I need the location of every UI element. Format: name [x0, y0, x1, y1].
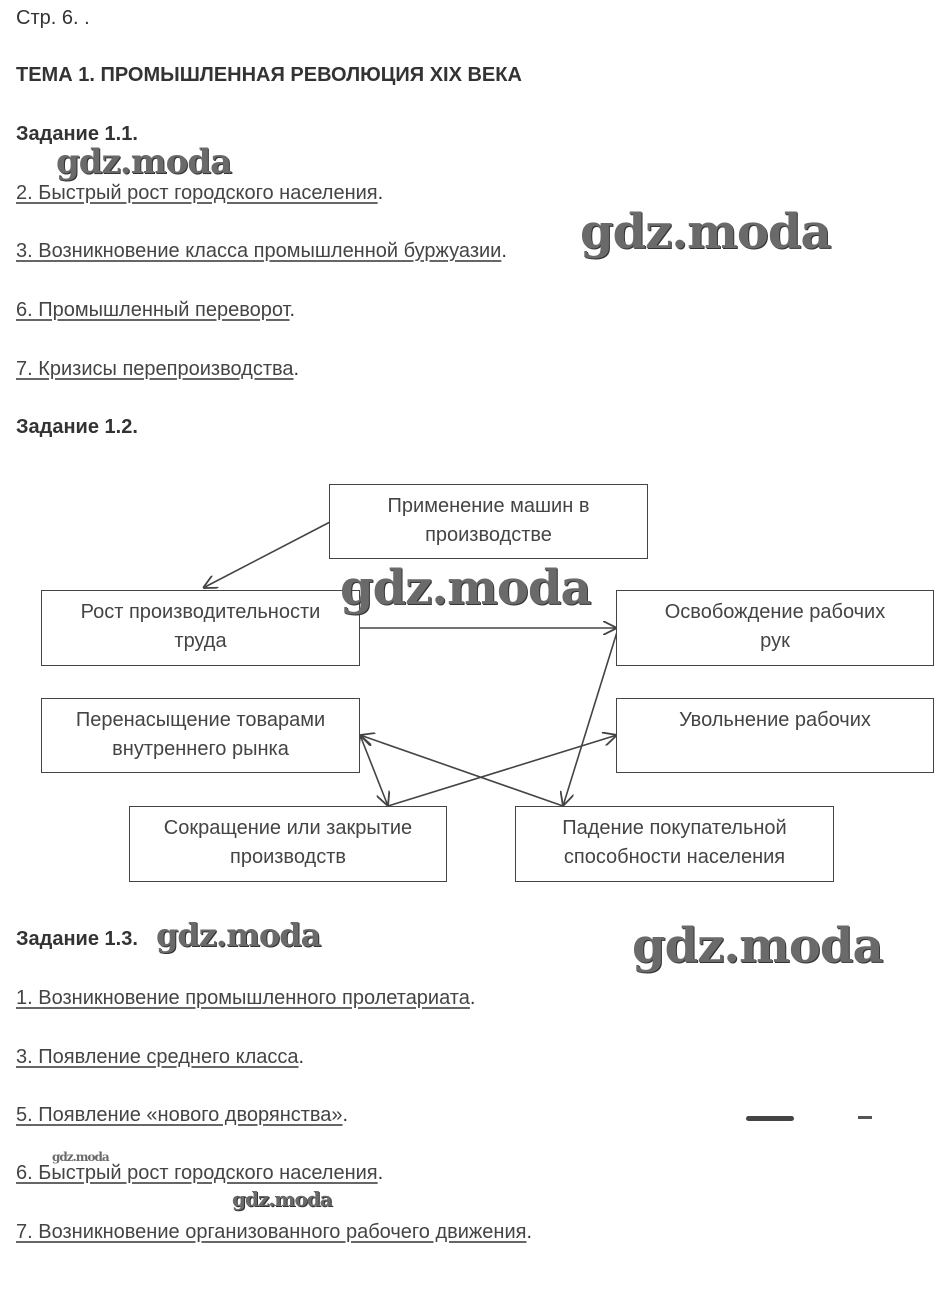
arrow-machines-to-productivity [203, 521, 331, 588]
answer-item: 7. Кризисы перепроизводства. [16, 358, 300, 380]
task-1-2-title: Задание 1.2. [16, 416, 138, 438]
answer-link[interactable]: 3. Возникновение класса промышленной бур… [16, 240, 502, 262]
watermark: gdz.moda [580, 204, 832, 260]
task-1-1-title: Задание 1.1. [16, 123, 138, 145]
watermark: gdz.moda [52, 1150, 110, 1164]
answer-link[interactable]: 6. Быстрый рост городского населения [16, 1162, 378, 1184]
arrow-oversaturation-closure [360, 735, 388, 806]
stray-mark [858, 1116, 872, 1119]
answer-item: 6. Промышленный переворот. [16, 299, 296, 321]
answer-link[interactable]: 6. Промышленный переворот [16, 299, 290, 321]
answer-link[interactable]: 2. Быстрый рост городского населения [16, 182, 378, 204]
arrow-purchasing-to-oversaturation [360, 735, 564, 807]
topic-title: ТЕМА 1. ПРОМЫШЛЕННАЯ РЕВОЛЮЦИЯ XIX ВЕКА [16, 64, 522, 86]
watermark: gdz.moda [632, 918, 884, 974]
answer-item: 5. Появление «нового дворянства». [16, 1104, 349, 1126]
box-dismissal: Увольнение рабочих [616, 698, 934, 773]
answer-item: 1. Возникновение промышленного пролетари… [16, 987, 476, 1009]
answer-link[interactable]: 7. Кризисы перепроизводства [16, 358, 294, 380]
arrow-closure-to-dismissal [387, 735, 617, 807]
page-reference: Стр. 6. . [16, 7, 90, 29]
answer-item: 2. Быстрый рост городского населения. [16, 182, 384, 204]
arrow-release-to-purchasing [563, 631, 618, 806]
task-1-3-title: Задание 1.3. [16, 928, 138, 950]
answer-link[interactable]: 7. Возникновение организованного рабочег… [16, 1221, 527, 1243]
answer-item: 3. Появление среднего класса. [16, 1046, 305, 1068]
answer-link[interactable]: 5. Появление «нового дворянства» [16, 1104, 343, 1126]
answer-item: 3. Возникновение класса промышленной бур… [16, 240, 507, 262]
watermark: gdz.moda [340, 560, 592, 616]
watermark: gdz.moda [156, 916, 321, 954]
answer-link[interactable]: 1. Возникновение промышленного пролетари… [16, 987, 470, 1009]
answer-item: 7. Возникновение организованного рабочег… [16, 1221, 533, 1243]
answer-item: 6. Быстрый рост городского населения. [16, 1162, 384, 1184]
watermark: gdz.moda [232, 1187, 333, 1211]
answer-link[interactable]: 3. Появление среднего класса [16, 1046, 299, 1068]
stray-mark [746, 1116, 794, 1121]
watermark: gdz.moda [56, 142, 232, 182]
